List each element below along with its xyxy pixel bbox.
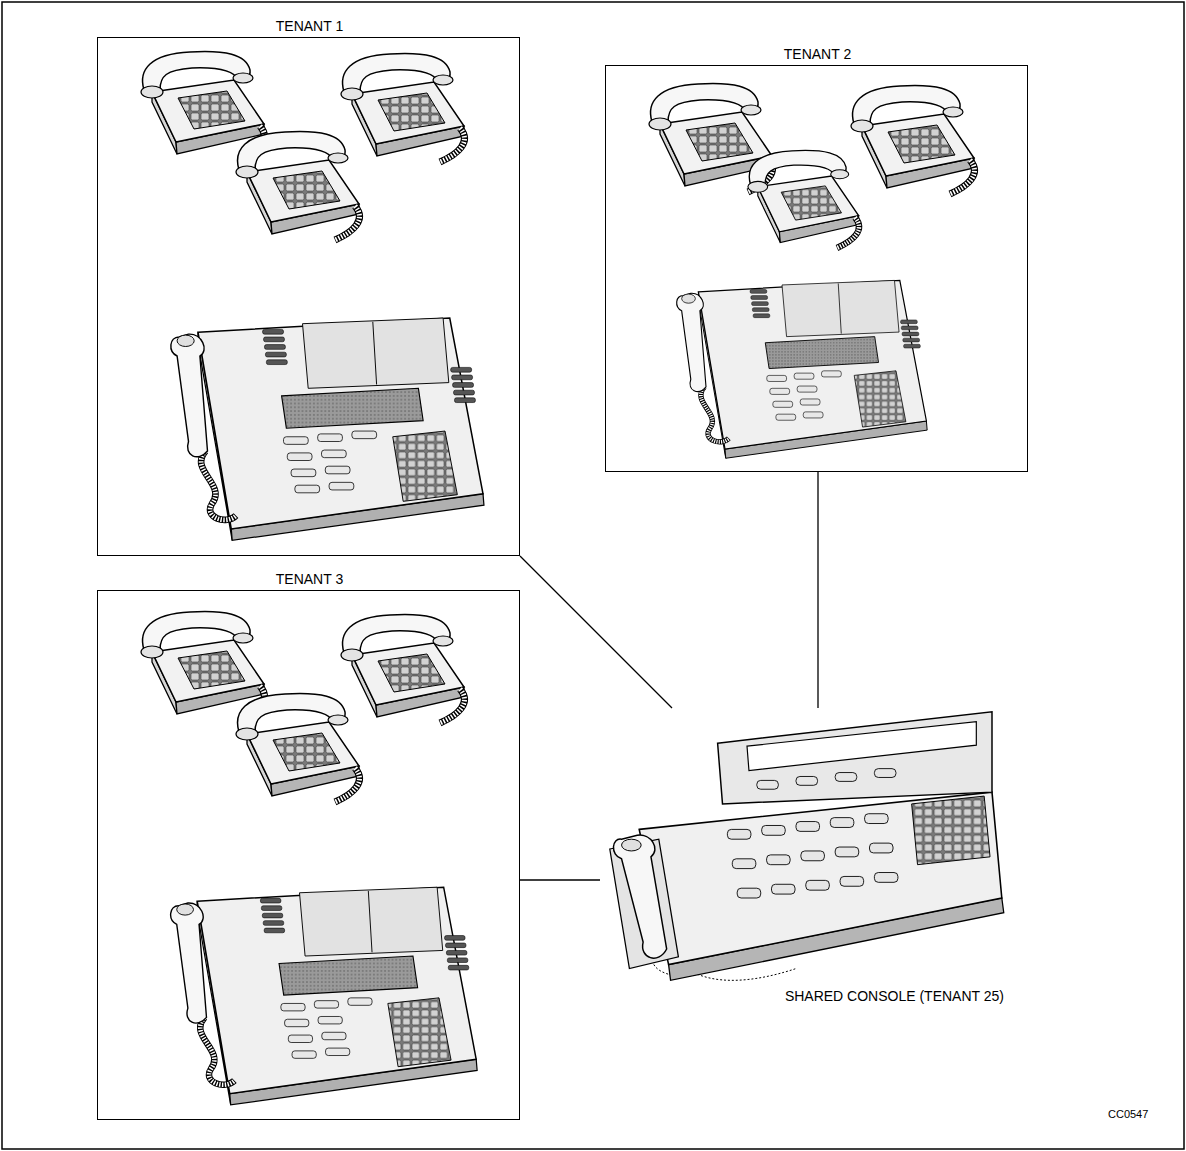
shared-console: SHARED CONSOLE (TENANT 25) — [600, 708, 1010, 1018]
desk-telephone — [236, 132, 359, 240]
console-illustration — [610, 712, 1004, 981]
feature-telephone — [171, 318, 484, 540]
tenant-heading: TENANT 3 — [276, 571, 343, 587]
desk-telephone — [236, 694, 359, 802]
desk-telephone — [748, 150, 859, 248]
connector-line — [817, 472, 818, 708]
connector-line — [520, 879, 600, 880]
figure-code: CC0547 — [1108, 1108, 1148, 1121]
feature-telephone — [677, 280, 927, 458]
desk-telephone — [141, 612, 264, 720]
desk-telephone — [341, 54, 464, 162]
tenant-box: TENANT 1 — [97, 37, 520, 556]
feature-telephone — [171, 887, 478, 1105]
desk-telephone — [341, 615, 464, 723]
tenant-heading: TENANT 1 — [276, 18, 343, 34]
connector-line — [520, 556, 672, 708]
desk-telephone — [851, 86, 974, 194]
tenant-box: TENANT 2 — [605, 65, 1028, 472]
console-label: SHARED CONSOLE (TENANT 25) — [785, 988, 1004, 1004]
tenant-heading: TENANT 2 — [784, 46, 851, 62]
tenant-box: TENANT 3 — [97, 590, 520, 1120]
